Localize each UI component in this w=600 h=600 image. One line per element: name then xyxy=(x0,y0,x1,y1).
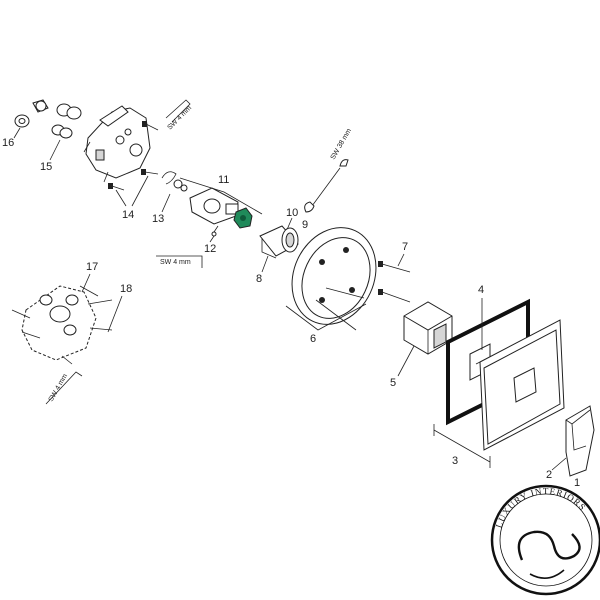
callout-17: 17 xyxy=(86,261,98,273)
callout-1: 1 xyxy=(574,477,580,489)
part-3-cover-plate xyxy=(475,319,565,451)
callout-5: 5 xyxy=(390,377,396,389)
part-main-body xyxy=(83,105,151,183)
svg-text:SW 38 mm: SW 38 mm xyxy=(330,127,353,161)
part-15-o-rings xyxy=(51,103,82,139)
part-9-nut xyxy=(233,207,253,229)
part-2-handle xyxy=(565,405,595,477)
callout-15: 15 xyxy=(40,161,52,173)
part-8-sleeve xyxy=(259,225,299,259)
callout-12: 12 xyxy=(204,243,216,255)
svg-text:SW 4 mm: SW 4 mm xyxy=(48,373,70,403)
part-6-mounting-plate xyxy=(291,227,377,331)
callout-4: 4 xyxy=(478,284,484,296)
callout-6: 6 xyxy=(310,333,316,345)
svg-text:SW 4 mm: SW 4 mm xyxy=(160,259,191,266)
luxury-interiors-logo: LUXURY INTERIORS xyxy=(490,484,600,596)
callout-7: 7 xyxy=(402,241,408,253)
callout-14: 14 xyxy=(122,209,134,221)
part-7-screws xyxy=(378,261,411,303)
callout-11: 11 xyxy=(218,174,229,186)
part-12-screw xyxy=(211,225,219,237)
callout-3: 3 xyxy=(452,455,458,467)
part-11-cartridge xyxy=(189,187,239,225)
part-5-adapter xyxy=(403,301,453,355)
callout-8: 8 xyxy=(256,273,262,285)
callout-9: 9 xyxy=(302,219,308,231)
hex-key-sw4-mid: SW 4 mm xyxy=(156,255,203,268)
svg-text:SW 4 mm: SW 4 mm xyxy=(166,105,193,132)
part-13-clip xyxy=(161,171,188,192)
callout-10: 10 xyxy=(286,207,298,219)
callout-2: 2 xyxy=(546,469,552,481)
callout-13: 13 xyxy=(152,213,164,225)
part-17-18-subassembly xyxy=(11,285,113,365)
callout-16: 16 xyxy=(2,137,14,149)
part-14-screws xyxy=(108,121,159,191)
hex-key-sw4-left: SW 4 mm xyxy=(45,371,83,405)
part-16-bush xyxy=(14,99,49,128)
wrench-sw38: SW 38 mm xyxy=(304,127,353,213)
hex-key-sw4-top: SW 4 mm xyxy=(165,99,193,132)
callout-18: 18 xyxy=(120,283,132,295)
